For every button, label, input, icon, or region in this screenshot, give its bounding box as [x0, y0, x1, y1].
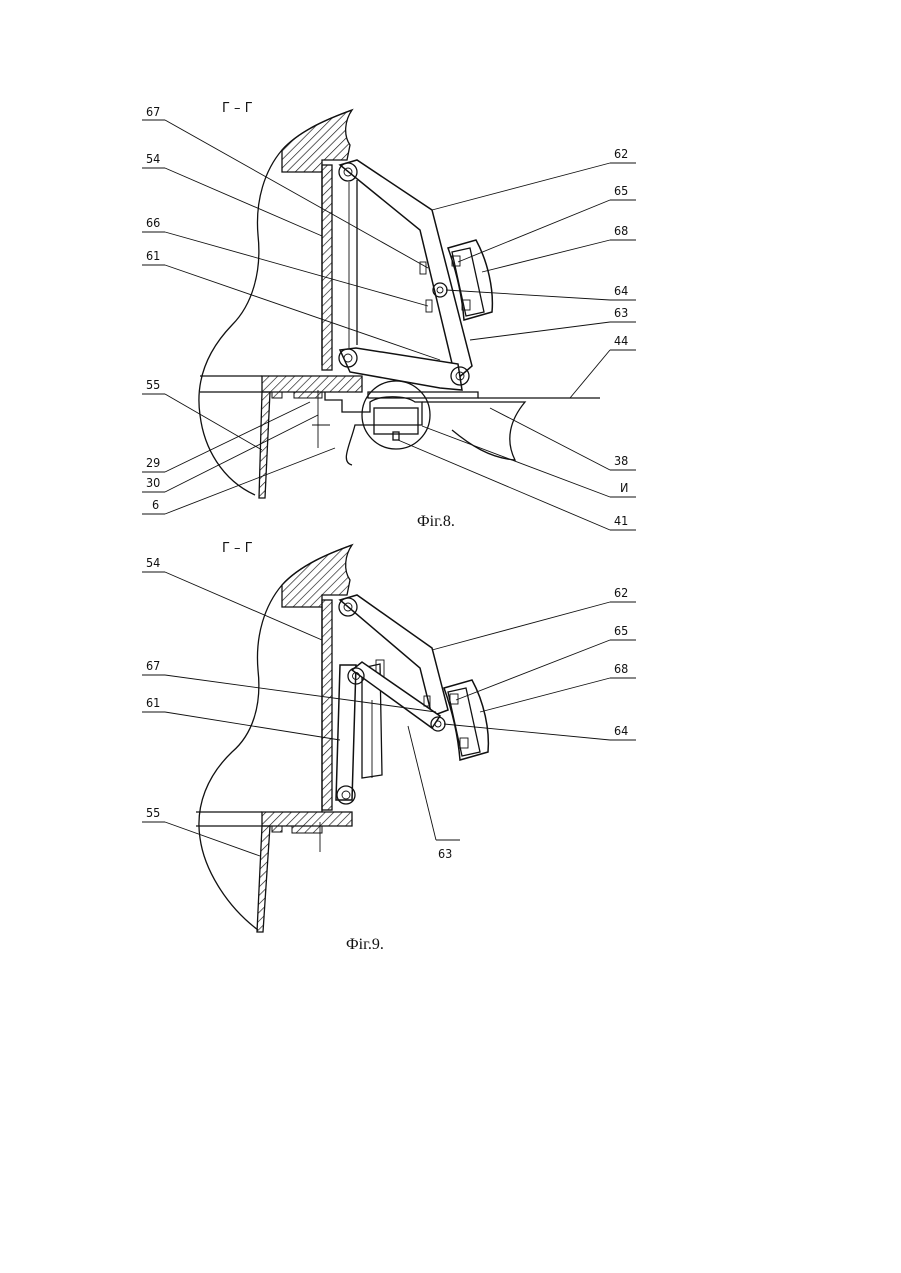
- fig9-label-64: 64: [614, 723, 628, 738]
- fig8-label-6: 6: [152, 497, 159, 512]
- fig9-base-plate: [262, 812, 352, 826]
- fig9-section-title: Г – Г: [222, 541, 253, 556]
- fig9-lug-1: [272, 826, 282, 832]
- fig9-label-67: 67: [146, 658, 160, 673]
- fig8-label-65: 65: [614, 183, 628, 198]
- fig8-plate-38: [422, 402, 525, 460]
- fig8-label-68: 68: [614, 223, 628, 238]
- fig9-label-55: 55: [146, 805, 160, 820]
- fig8-wall-54: [322, 165, 332, 370]
- fig9-label-61: 61: [146, 695, 160, 710]
- fig8-label-38: 38: [614, 453, 628, 468]
- fig8-label-64: 64: [614, 283, 628, 298]
- fig9-leaders-right: [408, 602, 636, 840]
- fig8-base-plate: [262, 376, 362, 392]
- fig8-detail-circle: [362, 381, 430, 449]
- fig8-lug-1: [272, 392, 282, 398]
- fig9-label-65: 65: [614, 623, 628, 638]
- fig9-label-63: 63: [438, 846, 452, 861]
- fig9-lug-2: [292, 826, 322, 833]
- fig8-section-title: Г – Г: [222, 101, 253, 116]
- fig8-label-62: 62: [614, 146, 628, 161]
- figure-9: Г – Г: [142, 541, 636, 953]
- fig8-label-41: 41: [614, 513, 628, 528]
- fig8-label-61: 61: [146, 248, 160, 263]
- fig8-label-30: 30: [146, 475, 160, 490]
- fig9-link-61: [336, 665, 356, 800]
- fig8-label-63: 63: [614, 305, 628, 320]
- fig8-lever-62: [340, 160, 472, 380]
- fig8-label-44: 44: [614, 333, 628, 348]
- fig8-top-wall: [282, 110, 352, 172]
- fig8-leaders-left: [142, 120, 440, 514]
- fig8-bolt-41: [393, 432, 399, 440]
- fig8-label-67: 67: [146, 104, 160, 119]
- fig9-label-54: 54: [146, 555, 160, 570]
- fig9-label-68: 68: [614, 661, 628, 676]
- fig9-caption: Фіг.9.: [346, 936, 384, 953]
- fig8-caption: Фіг.8.: [417, 513, 455, 530]
- fig8-label-29: 29: [146, 455, 160, 470]
- fig8-label-66: 66: [146, 215, 160, 230]
- fig8-label-54: 54: [146, 151, 160, 166]
- fig8-label-I: И: [620, 480, 628, 495]
- fig9-top-wall: [282, 545, 352, 607]
- fig8-panel-55: [259, 392, 270, 498]
- fig9-label-62: 62: [614, 585, 628, 600]
- fig9-wall-54: [322, 600, 332, 810]
- fig9-panel-55: [257, 826, 270, 932]
- figure-8: Г – Г: [142, 101, 636, 530]
- fig8-block-41: [374, 408, 418, 434]
- fig8-label-55: 55: [146, 377, 160, 392]
